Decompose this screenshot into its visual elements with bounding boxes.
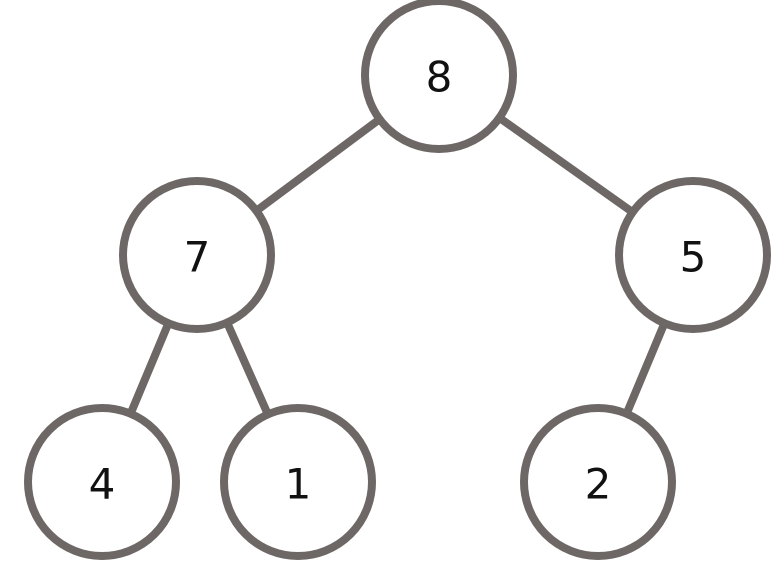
tree-node-label: 8: [426, 53, 453, 102]
tree-node-5: 5: [615, 177, 771, 333]
tree-node-label: 2: [585, 460, 612, 509]
tree-node-circle: [119, 177, 275, 333]
tree-node-circle: [520, 404, 676, 560]
tree-node-8: 8: [361, 0, 517, 153]
tree-node-label: 7: [184, 233, 211, 282]
tree-node-circle: [361, 0, 517, 153]
tree-node-label: 5: [680, 233, 707, 282]
tree-node-4: 4: [24, 404, 180, 560]
tree-node-2: 2: [520, 404, 676, 560]
tree-node-circle: [24, 404, 180, 560]
tree-node-1: 1: [220, 404, 376, 560]
tree-node-label: 1: [285, 460, 312, 509]
tree-node-circle: [220, 404, 376, 560]
tree-nodes: 8 7 5 4 1 2: [24, 0, 771, 560]
tree-node-circle: [615, 177, 771, 333]
tree-node-label: 4: [89, 460, 116, 509]
tree-node-7: 7: [119, 177, 275, 333]
